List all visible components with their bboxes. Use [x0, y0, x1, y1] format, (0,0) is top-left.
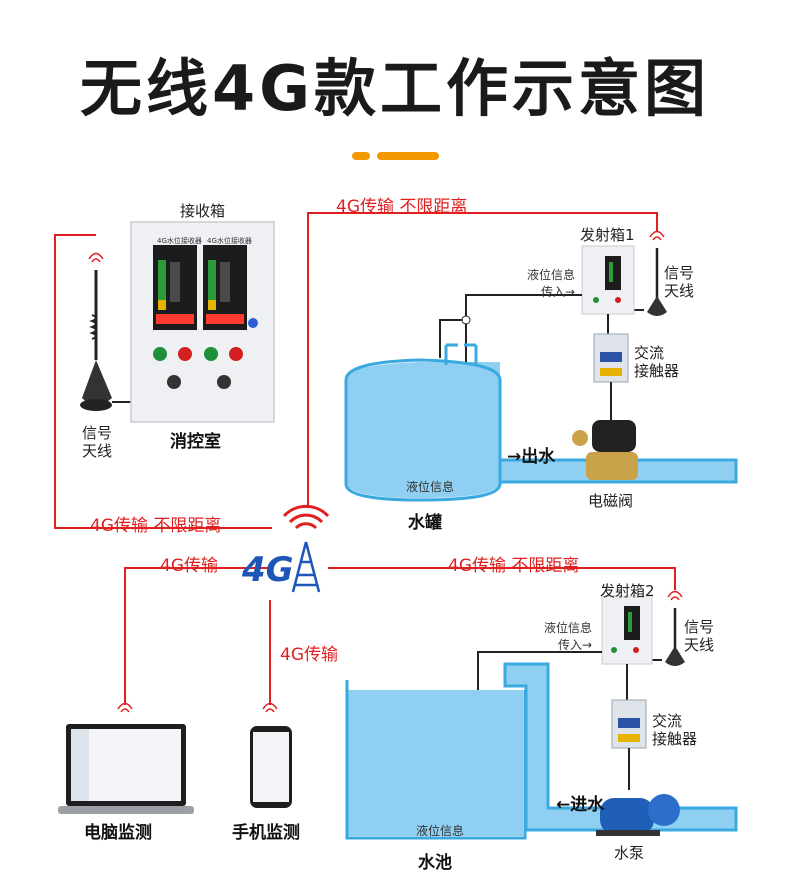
- valve-icon: [572, 420, 638, 480]
- pool-inlet-pipe: [503, 662, 738, 832]
- transmitter1-antenna-icon: [647, 230, 667, 316]
- transmitter1-antenna-label: 信号 天线: [664, 264, 695, 300]
- tank: [344, 343, 502, 502]
- transmitter1-label: 发射箱1: [580, 226, 635, 244]
- valve-label: 电磁阀: [588, 492, 634, 510]
- transmitter2-antenna-label: 信号 天线: [684, 618, 715, 654]
- control-room-label: 消控室: [170, 432, 221, 452]
- contactor2-label: 交流 接触器: [652, 712, 698, 748]
- title-accent-long: [377, 152, 439, 160]
- link-right-label: 4G传输 不限距离: [448, 556, 580, 576]
- receiver-box-label: 接收箱: [180, 202, 226, 220]
- transmitter2-antenna-icon: [665, 590, 685, 666]
- receiver-antenna-icon: [80, 252, 112, 411]
- signal-lines: [54, 212, 676, 705]
- pump-icon: [596, 794, 680, 836]
- pc-monitor-label: 电脑监测: [84, 823, 152, 843]
- pool-label: 水池: [418, 853, 452, 873]
- transmitter1-box: [581, 245, 635, 315]
- receiver-panel-label-2: 4G水位接收器: [207, 237, 252, 245]
- link-phone-label: 4G传输: [280, 645, 338, 665]
- pool-sensor-label: 液位信息: [416, 824, 465, 838]
- tower-icon: [282, 504, 330, 593]
- receiver-box: [130, 221, 275, 423]
- link-pc-label: 4G传输: [160, 556, 218, 576]
- phone-monitor-label: 手机监测: [232, 823, 300, 843]
- transmitter2-box: [601, 595, 653, 665]
- tank-label: 水罐: [408, 513, 442, 533]
- transmitter2-label: 发射箱2: [600, 582, 655, 600]
- receiver-panel-label-1: 4G水位接收器: [157, 237, 202, 245]
- contactor2-icon: [611, 699, 647, 749]
- title-accent-short: [352, 152, 370, 160]
- contactor1-label: 交流 接触器: [634, 344, 680, 380]
- page-title: 无线4G款工作示意图: [79, 52, 711, 125]
- tower-4g-label: 4G: [242, 550, 294, 590]
- pump-label: 水泵: [614, 844, 645, 862]
- transmitter1-level-info: 液位信息 传入→: [527, 268, 576, 299]
- contactor1-icon: [593, 333, 629, 383]
- computer-icon: [58, 702, 194, 814]
- tank-outlet-label: →出水: [507, 447, 556, 467]
- phone-icon: [250, 702, 292, 808]
- receiver-antenna-label: 信号 天线: [82, 424, 113, 460]
- pool-inlet-label: ←进水: [556, 795, 605, 815]
- transmitter2-level-info: 液位信息 传入→: [544, 621, 593, 652]
- link-top-label: 4G传输 不限距离: [336, 197, 468, 217]
- link-left-label: 4G传输 不限距离: [90, 516, 222, 536]
- tank-sensor-label: 液位信息: [406, 480, 455, 494]
- pool: [345, 680, 527, 840]
